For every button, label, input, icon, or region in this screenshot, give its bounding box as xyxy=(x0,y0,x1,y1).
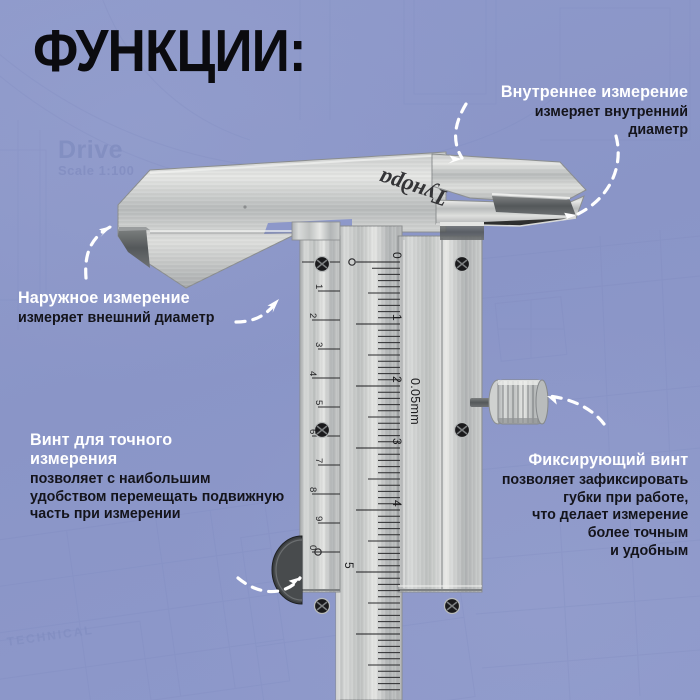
callout-lock-screw: Фиксирующий винт позволяет зафиксировать… xyxy=(492,450,688,559)
vernier-number-6: 6 xyxy=(307,429,318,435)
vernier-number-9: 9 xyxy=(313,516,324,522)
callout-outer-measurement: Наружное измерение измеряет внешний диам… xyxy=(18,288,225,327)
callout-outer-heading: Наружное измерение xyxy=(18,288,190,307)
caliper-inner-jaws xyxy=(431,153,587,227)
main-scale-number-1: 1 xyxy=(390,314,404,321)
caliper-slider-block xyxy=(291,221,484,593)
caliper-zero-marks xyxy=(314,258,356,556)
caliper-main-scale-ticks xyxy=(356,261,400,635)
vernier-number-8: 8 xyxy=(307,487,318,493)
callout-fine-body: позволяет с наибольшим удобством перемещ… xyxy=(30,470,285,523)
main-scale-number-4: 4 xyxy=(390,500,404,507)
vernier-number-2: 2 xyxy=(307,313,318,319)
caliper-main-beam xyxy=(335,225,403,700)
vernier-number-3: 3 xyxy=(313,342,324,348)
main-scale-number-0: 0 xyxy=(390,252,404,259)
precision-label: 0.05mm xyxy=(408,378,422,425)
caliper-fine-adjust-wheel xyxy=(271,535,303,605)
vernier-number-5: 5 xyxy=(313,400,324,406)
callout-fine-heading: Винт для точного измерения xyxy=(30,430,173,469)
callout-lock-body: позволяет зафиксировать губки при работе… xyxy=(501,471,688,559)
callout-inner-heading: Внутреннее измерение xyxy=(500,82,688,101)
vernier-number-4: 4 xyxy=(307,371,318,377)
callout-outer-body: измеряет внешний диаметр xyxy=(18,309,215,327)
callout-inner-body: измеряет внутренний диаметр xyxy=(534,103,688,138)
vernier-number-1: 1 xyxy=(313,284,324,290)
callout-fine-adjust-screw: Винт для точного измерения позволяет с н… xyxy=(30,430,298,523)
caliper-lock-screw xyxy=(470,379,549,425)
callout-lock-heading: Фиксирующий винт xyxy=(528,450,688,469)
caliper-main-scale-minor-ticks xyxy=(368,267,400,691)
main-scale-number-2: 2 xyxy=(390,376,404,383)
caliper-screws xyxy=(313,255,471,615)
callout-inner-measurement: Внутреннее измерение измеряет внутренний… xyxy=(491,82,688,138)
vernier-number-10: 0 xyxy=(307,545,318,551)
main-scale-number-3: 3 xyxy=(390,438,404,445)
main-scale-number-5: 5 xyxy=(342,562,356,569)
vernier-number-7: 7 xyxy=(313,458,324,464)
page-title: ФУНКЦИИ: xyxy=(33,18,307,84)
